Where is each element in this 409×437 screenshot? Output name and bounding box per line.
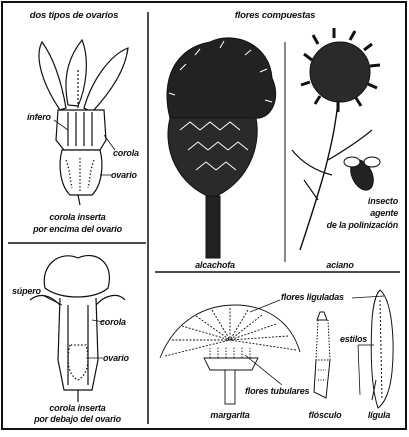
tubular-flowers-label: flores tubulares xyxy=(245,386,309,396)
bottom-ovary-label: ovario xyxy=(103,353,129,363)
ovaries-section-title: dos tipos de ovarios xyxy=(10,11,138,21)
supero-pointer xyxy=(42,295,62,305)
insect-label-line2: agente xyxy=(330,208,398,218)
infero-label: ínfero xyxy=(27,112,51,122)
bottom-caption-line2: por debajo del ovario xyxy=(10,414,145,424)
top-corolla-label: corola xyxy=(113,148,139,158)
insect-label-line3: de la polinización xyxy=(300,220,398,230)
bottom-corolla-label: corola xyxy=(100,317,126,327)
insect-label-line1: insecto xyxy=(330,196,398,206)
ligule-label: lígula xyxy=(360,410,398,420)
daisy-label: margarita xyxy=(200,410,260,420)
composite-section-title: flores compuestas xyxy=(200,11,350,21)
styles-label: estilos xyxy=(340,334,367,344)
artichoke-label: alcachofa xyxy=(180,260,250,270)
cornflower-label: aciano xyxy=(310,260,370,270)
ligule-drawing xyxy=(371,290,393,408)
supero-label: súpero xyxy=(12,286,41,296)
ligulate-flowers-pointer-left xyxy=(250,300,280,312)
superior-ovary-flower xyxy=(30,256,125,402)
floret-label: flósculo xyxy=(300,410,350,420)
top-caption-line2: por encima del ovario xyxy=(10,224,145,234)
ligulate-flowers-label: flores liguladas xyxy=(281,292,344,302)
bottom-caption-line1: corola inserta xyxy=(10,403,145,413)
top-ovary-label: ovario xyxy=(111,170,137,180)
artichoke-drawing xyxy=(167,38,276,258)
floret-drawing xyxy=(314,312,330,398)
inferior-ovary-flower xyxy=(39,40,128,205)
top-caption-line1: corola inserta xyxy=(10,212,145,222)
styles-pointer-1 xyxy=(358,345,360,395)
